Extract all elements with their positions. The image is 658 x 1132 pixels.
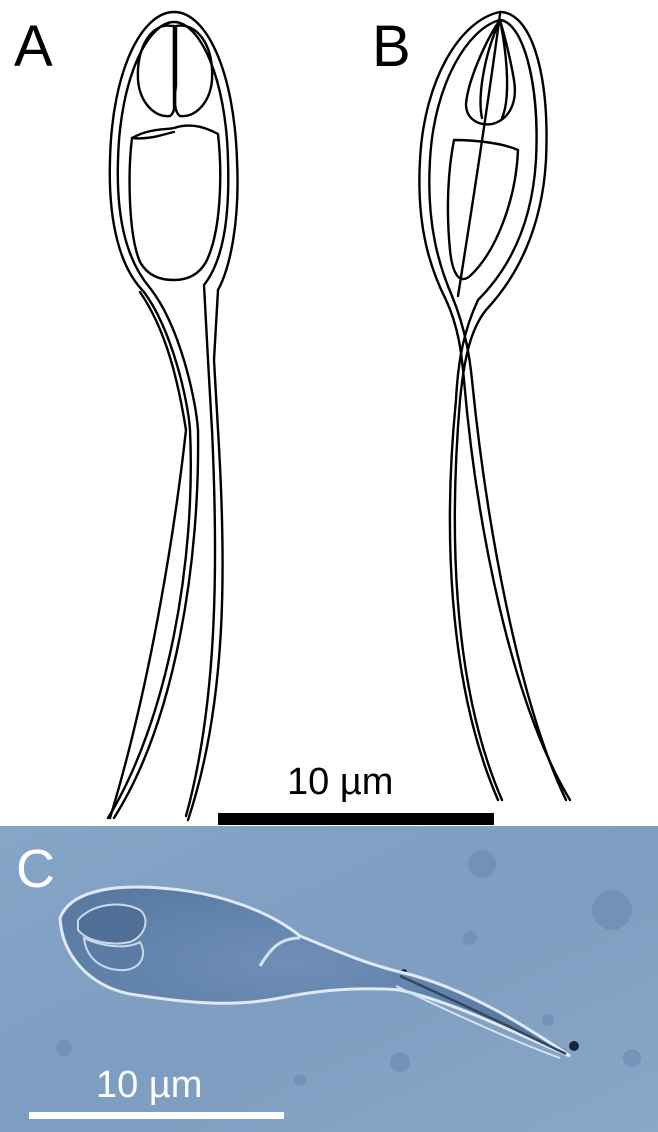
- spore-b-sporoplasm: [448, 140, 518, 279]
- scale-bar-micrograph: [29, 1112, 284, 1119]
- panel-label-a: A: [14, 18, 53, 76]
- scale-bar-drawing: [218, 813, 494, 825]
- scale-bar-label-micrograph: 10 µm: [96, 1066, 202, 1104]
- spore-b-outer-valve: [419, 12, 570, 800]
- panel-label-c: C: [16, 842, 55, 896]
- scale-bar-label-drawing: 10 µm: [287, 763, 393, 801]
- panel-label-b: B: [372, 18, 411, 76]
